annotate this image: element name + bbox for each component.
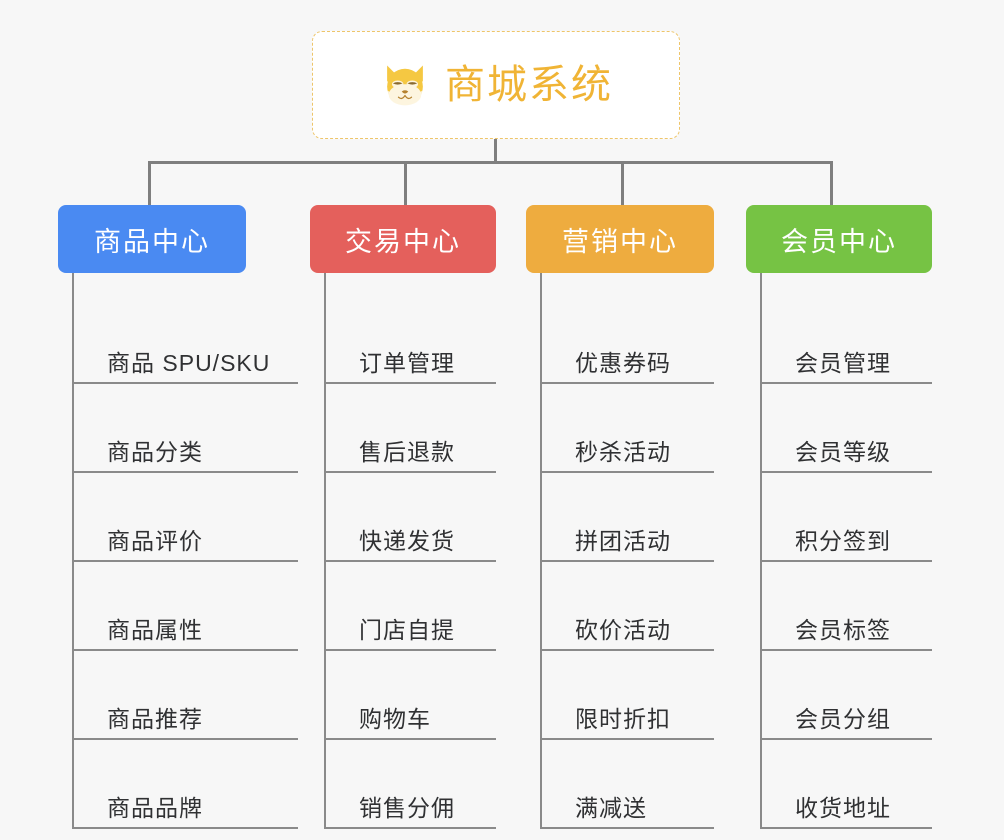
leaf-label: 商品推荐: [107, 705, 203, 732]
connector-drop-4: [830, 161, 833, 205]
leaf-label: 积分签到: [795, 527, 891, 554]
root-title: 商城系统: [445, 63, 613, 107]
leaf-underline: [760, 649, 932, 651]
branch-header-4[interactable]: 会员中心: [746, 205, 932, 273]
leaf-label: 会员等级: [795, 438, 891, 465]
leaf-underline: [72, 649, 299, 651]
leaf-underline: [324, 471, 496, 473]
branch-header-2[interactable]: 交易中心: [310, 205, 496, 273]
leaf-label: 拼团活动: [575, 527, 671, 554]
leaf-label: 商品评价: [107, 527, 203, 554]
leaf-rail-4: [760, 273, 762, 829]
leaf-label: 门店自提: [359, 616, 455, 643]
leaf-label: 收货地址: [795, 794, 891, 821]
leaf-label: 限时折扣: [575, 705, 671, 732]
leaf-underline: [72, 827, 299, 829]
list-item[interactable]: 商品 SPU/SKU: [72, 295, 299, 384]
list-item[interactable]: 积分签到: [760, 473, 932, 562]
leaf-label: 秒杀活动: [575, 438, 671, 465]
leaf-underline: [72, 560, 299, 562]
leaf-rail-1: [72, 273, 74, 829]
list-item[interactable]: 商品推荐: [72, 651, 299, 740]
leaf-underline: [324, 649, 496, 651]
leaf-label: 商品属性: [107, 616, 203, 643]
list-item[interactable]: 拼团活动: [540, 473, 714, 562]
leaf-underline: [760, 560, 932, 562]
leaf-underline: [760, 382, 932, 384]
leaf-underline: [72, 382, 299, 384]
root-node[interactable]: 商城系统: [312, 31, 680, 139]
list-item[interactable]: 会员管理: [760, 295, 932, 384]
leaf-label: 会员标签: [795, 616, 891, 643]
leaf-underline: [324, 827, 496, 829]
leaf-label: 订单管理: [359, 349, 455, 376]
leaf-label: 购物车: [359, 705, 431, 732]
list-item[interactable]: 限时折扣: [540, 651, 714, 740]
leaf-underline: [324, 738, 496, 740]
branch-product-center: 商品中心 商品 SPU/SKU 商品分类 商品评价: [58, 205, 299, 829]
list-item[interactable]: 商品评价: [72, 473, 299, 562]
leaf-underline: [760, 471, 932, 473]
shiba-dog-icon: [387, 65, 423, 106]
list-item[interactable]: 秒杀活动: [540, 384, 714, 473]
list-item[interactable]: 收货地址: [760, 740, 932, 829]
branch-header-3[interactable]: 营销中心: [526, 205, 714, 273]
leaf-rail-2: [324, 273, 326, 829]
leaf-list-1: 商品 SPU/SKU 商品分类 商品评价 商品属性: [58, 273, 299, 829]
connector-bar: [148, 161, 833, 164]
list-item[interactable]: 购物车: [324, 651, 496, 740]
list-item[interactable]: 会员等级: [760, 384, 932, 473]
list-item[interactable]: 优惠券码: [540, 295, 714, 384]
leaf-underline: [540, 471, 714, 473]
connector-stem: [494, 139, 497, 163]
branch-member-center: 会员中心 会员管理 会员等级 积分签到: [746, 205, 932, 829]
list-item[interactable]: 会员标签: [760, 562, 932, 651]
leaf-label: 商品品牌: [107, 794, 203, 821]
list-item[interactable]: 商品属性: [72, 562, 299, 651]
list-item[interactable]: 会员分组: [760, 651, 932, 740]
branch-header-1[interactable]: 商品中心: [58, 205, 246, 273]
list-item[interactable]: 商品品牌: [72, 740, 299, 829]
leaf-underline: [324, 560, 496, 562]
leaf-list-3: 优惠券码 秒杀活动 拼团活动 砍价活动: [526, 273, 714, 829]
leaf-label: 会员分组: [795, 705, 891, 732]
connector-drop-1: [148, 161, 151, 205]
list-item[interactable]: 订单管理: [324, 295, 496, 384]
leaf-label: 快递发货: [359, 527, 455, 554]
leaf-underline: [324, 382, 496, 384]
leaf-label: 商品 SPU/SKU: [107, 349, 271, 376]
list-item[interactable]: 销售分佣: [324, 740, 496, 829]
list-item[interactable]: 满减送: [540, 740, 714, 829]
leaf-underline: [540, 827, 714, 829]
leaf-label: 优惠券码: [575, 349, 671, 376]
leaf-underline: [540, 560, 714, 562]
leaf-underline: [760, 738, 932, 740]
leaf-list-4: 会员管理 会员等级 积分签到 会员标签: [746, 273, 932, 829]
connector-drop-2: [404, 161, 407, 205]
list-item[interactable]: 快递发货: [324, 473, 496, 562]
leaf-underline: [540, 649, 714, 651]
leaf-list-2: 订单管理 售后退款 快递发货 门店自提: [310, 273, 496, 829]
leaf-label: 会员管理: [795, 349, 891, 376]
leaf-underline: [540, 382, 714, 384]
branch-marketing-center: 营销中心 优惠券码 秒杀活动 拼团活动: [526, 205, 714, 829]
list-item[interactable]: 砍价活动: [540, 562, 714, 651]
leaf-label: 商品分类: [107, 438, 203, 465]
leaf-underline: [72, 471, 299, 473]
list-item[interactable]: 售后退款: [324, 384, 496, 473]
leaf-underline: [540, 738, 714, 740]
leaf-label: 售后退款: [359, 438, 455, 465]
list-item[interactable]: 商品分类: [72, 384, 299, 473]
leaf-underline: [760, 827, 932, 829]
list-item[interactable]: 门店自提: [324, 562, 496, 651]
connector-drop-3: [621, 161, 624, 205]
leaf-label: 满减送: [575, 794, 647, 821]
leaf-underline: [72, 738, 299, 740]
leaf-label: 砍价活动: [575, 616, 671, 643]
branch-trade-center: 交易中心 订单管理 售后退款 快递发货: [310, 205, 496, 829]
leaf-rail-3: [540, 273, 542, 829]
leaf-label: 销售分佣: [359, 794, 455, 821]
